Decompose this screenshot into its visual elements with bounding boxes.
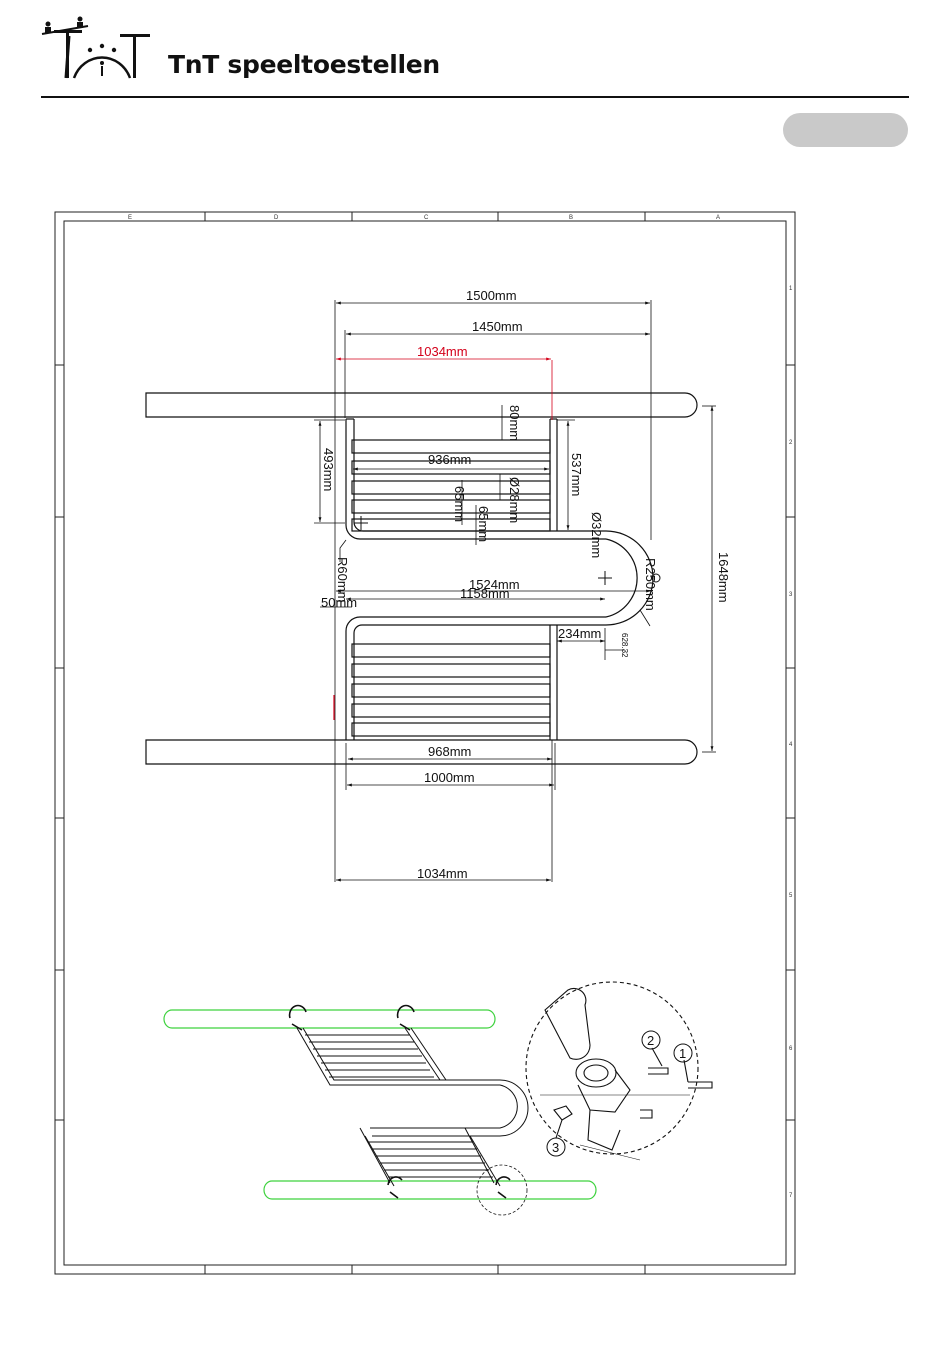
- dim-234: 234mm: [558, 626, 601, 641]
- frame-row-label: 3: [789, 592, 793, 598]
- callout-3: 3: [547, 1138, 565, 1156]
- svg-text:1: 1: [679, 1046, 686, 1061]
- callout-2: 2: [642, 1031, 660, 1049]
- isometric-view: [164, 1006, 596, 1215]
- frame-col-label: A: [716, 215, 720, 221]
- dim-r250: R250mm: [643, 558, 658, 611]
- dim-65a: 65mm: [452, 486, 467, 522]
- dim-d32: Ø32mm: [589, 512, 604, 558]
- callout-1: 1: [674, 1044, 692, 1062]
- frame-col-label: C: [424, 215, 429, 221]
- dim-1158: 1158mm: [460, 586, 510, 601]
- detail-circle-large: [526, 982, 698, 1154]
- detail-tube: [545, 988, 590, 1059]
- detail-circle-small: [477, 1165, 527, 1215]
- svg-text:3: 3: [552, 1140, 559, 1155]
- frame-col-label: E: [128, 215, 132, 221]
- frame-row-label: 2: [789, 440, 793, 446]
- frame-col-label: B: [569, 215, 573, 221]
- bottom-pole: [146, 740, 697, 764]
- iso-clamps: [290, 1006, 510, 1198]
- dim-1034-bottom: 1034mm: [417, 866, 468, 881]
- dim-537: 537mm: [569, 453, 584, 496]
- frame-col-label: D: [274, 215, 279, 221]
- iso-top-pole: [164, 1010, 495, 1028]
- dim-936: 936mm: [428, 452, 471, 467]
- frame-labels: E D C B A 1 2 3 4 5 6 7: [128, 215, 793, 1199]
- dim-80: 80mm: [507, 405, 522, 441]
- frame-row-label: 5: [789, 893, 793, 899]
- dim-1648: 1648mm: [716, 552, 731, 603]
- detail-clamp-ring: [576, 1059, 616, 1087]
- detail-view: [526, 982, 712, 1160]
- dim-50: 50mm: [321, 595, 357, 610]
- dim-1500: 1500mm: [466, 288, 517, 303]
- dim-65b: 65mm: [476, 506, 491, 542]
- frame-row-label: 4: [789, 742, 793, 748]
- svg-text:2: 2: [647, 1033, 654, 1048]
- iso-ladder: [297, 1028, 528, 1186]
- frame-row-label: 6: [789, 1046, 793, 1052]
- plan-view: [146, 393, 697, 764]
- top-pole: [146, 393, 697, 417]
- iso-bottom-pole: [264, 1181, 596, 1199]
- dim-968: 968mm: [428, 744, 471, 759]
- dim-493: 493mm: [321, 448, 336, 491]
- dim-1000: 1000mm: [424, 770, 475, 785]
- callouts: 1 2 3: [547, 1031, 692, 1156]
- frame-row-label: 1: [789, 286, 793, 292]
- dim-d28: Ø28mm: [507, 477, 522, 523]
- dim-1450: 1450mm: [472, 319, 523, 334]
- dim-1034-top: 1034mm: [417, 344, 468, 359]
- frame-row-label: 7: [789, 1193, 793, 1199]
- dim-628: 628.32: [620, 633, 629, 658]
- dimension-labels: 1500mm 1450mm 1034mm 80mm 493mm 936mm Ø2…: [321, 288, 731, 881]
